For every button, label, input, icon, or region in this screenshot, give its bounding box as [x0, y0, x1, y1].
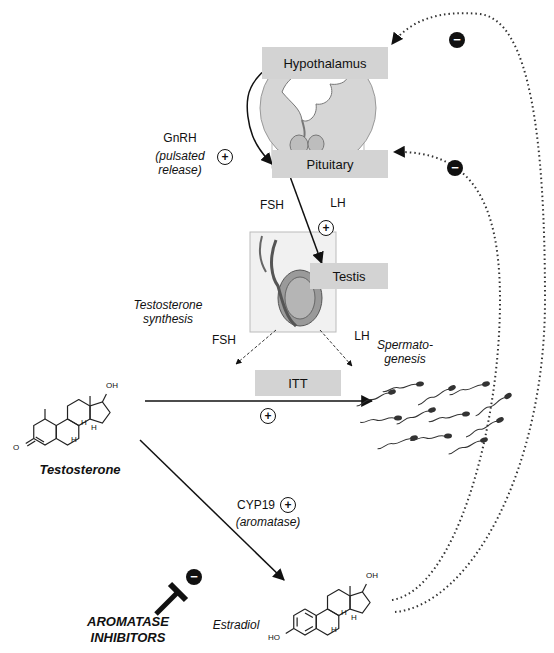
- hormone-label: FSH: [212, 333, 236, 347]
- atom-label: H: [331, 625, 337, 635]
- minus-sign: −: [447, 160, 463, 176]
- minus-sign: −: [186, 569, 202, 585]
- plus-sign: +: [260, 408, 276, 424]
- hormone-arrow: [247, 73, 272, 164]
- edge-label: GnRH: [161, 131, 198, 145]
- hormone-label: FSH: [260, 198, 284, 212]
- molecule-name: Estradiol: [213, 618, 260, 632]
- steroid-structure: [286, 584, 370, 635]
- steroid-structure: [26, 394, 110, 446]
- plus-sign: +: [318, 220, 334, 236]
- molecule-name: Testosterone: [39, 462, 120, 478]
- enzyme-label: (aromatase): [236, 515, 301, 529]
- hormone-label: LH: [354, 329, 369, 343]
- atom-label: H: [71, 435, 77, 445]
- box-title: Testis: [332, 269, 365, 284]
- feedback-arrow: [392, 152, 500, 600]
- label-box: Testis: [310, 263, 388, 289]
- dashed-arrow: [236, 330, 276, 364]
- atom-label: H: [351, 613, 357, 623]
- note: (pulsated release): [149, 149, 211, 178]
- atom-label: H: [81, 418, 87, 428]
- label-box: Pituitary: [272, 150, 388, 178]
- box-title: Pituitary: [307, 157, 354, 172]
- plus-sign: +: [280, 497, 296, 513]
- label-box: Hypothalamus: [262, 47, 388, 79]
- aromatase-arrow: [140, 440, 284, 580]
- plus-sign: +: [217, 149, 233, 165]
- hormone-label: LH: [330, 196, 345, 210]
- feedback-arrow: [392, 13, 545, 612]
- atom-label: H: [91, 423, 97, 433]
- atom-label: OH: [366, 571, 378, 581]
- enzyme-label: CYP19: [237, 498, 275, 512]
- label-box: ITT: [255, 370, 341, 396]
- atom-label: HO: [268, 633, 280, 643]
- hormone-arrow: [291, 178, 322, 263]
- drug-label: AROMATASE INHIBITORS: [85, 614, 171, 645]
- itt-arrow: [145, 400, 372, 402]
- minus-sign: −: [449, 32, 465, 48]
- process-label: Spermato- genesis: [373, 338, 437, 367]
- atom-label: H: [341, 608, 347, 618]
- box-title: Hypothalamus: [283, 56, 366, 71]
- dashed-arrow: [320, 330, 352, 366]
- sperm-cells: [355, 381, 512, 456]
- process-label: Testosterone synthesis: [123, 298, 213, 327]
- inhibitor-symbol: [156, 584, 186, 614]
- box-title: ITT: [288, 376, 308, 391]
- atom-label: OH: [106, 381, 118, 391]
- atom-label: O: [13, 443, 19, 453]
